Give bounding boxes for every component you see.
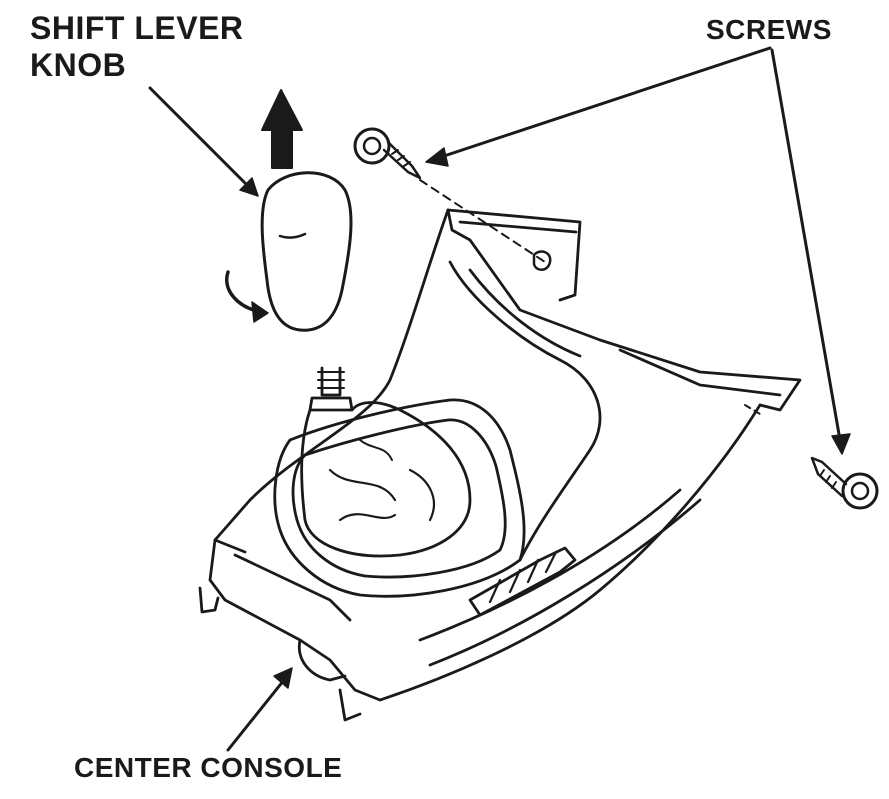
shift-lever-knob-label-line1: SHIFT LEVER <box>30 10 244 46</box>
shift-lever-knob-label: SHIFT LEVER KNOB <box>30 10 244 84</box>
screws-label: SCREWS <box>706 14 832 45</box>
console-leader-arrow <box>226 667 293 752</box>
screw-icon <box>353 127 422 180</box>
knob-leader-arrow <box>148 86 259 197</box>
screws-leader-arrows <box>425 46 851 455</box>
up-arrow-icon <box>261 89 303 169</box>
shift-boot <box>300 366 472 558</box>
shift-knob-icon <box>260 171 353 332</box>
shift-lever-knob-label-line2: KNOB <box>30 46 127 83</box>
center-console-label: CENTER CONSOLE <box>74 752 343 783</box>
center-console-body <box>198 179 802 722</box>
screw-icon <box>810 456 879 510</box>
rotate-arrow-icon <box>225 270 269 323</box>
